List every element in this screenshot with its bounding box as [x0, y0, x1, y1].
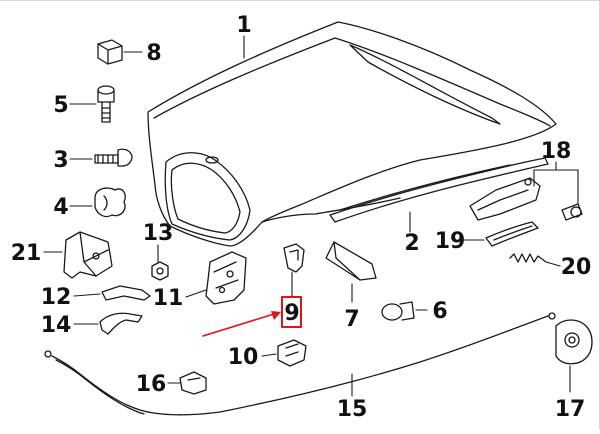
latch-cover-7-part [325, 241, 377, 281]
handle-18-part [469, 177, 583, 221]
callout-9: 9 [284, 301, 299, 326]
callout-16: 16 [136, 372, 167, 397]
callout-19: 19 [435, 229, 466, 254]
callout-4: 4 [53, 195, 68, 220]
strap-19-part [485, 221, 539, 247]
callout-3: 3 [53, 148, 68, 173]
hood-part [147, 21, 557, 247]
clip-part [94, 187, 126, 218]
highlight-box [281, 296, 302, 328]
stud-part [97, 85, 115, 123]
lever-12-part [101, 285, 151, 301]
callout-8: 8 [146, 41, 161, 66]
catch-10-part [277, 339, 307, 367]
highlight-arrow [202, 311, 281, 337]
callout-7: 7 [344, 307, 359, 332]
bolt-part [94, 148, 133, 167]
top-border [0, 0, 600, 1]
callout-5: 5 [53, 93, 68, 118]
callout-2: 2 [404, 231, 419, 256]
clip-16-part [179, 371, 207, 395]
hook-14-part [99, 312, 143, 335]
lock-17-part [555, 319, 593, 365]
seal-strip-part [329, 157, 549, 223]
hinge-11-part [205, 251, 247, 305]
callout-10: 10 [228, 345, 259, 370]
callout-15: 15 [337, 397, 368, 422]
latch-9-part [283, 243, 305, 273]
callout-17: 17 [555, 397, 586, 422]
callout-11: 11 [153, 286, 184, 311]
plug-6-part [381, 301, 415, 321]
spring-20-part [509, 253, 547, 263]
callout-18: 18 [541, 139, 572, 164]
callout-14: 14 [41, 313, 72, 338]
callout-21: 21 [11, 241, 42, 266]
cable-15-part [44, 312, 556, 416]
leader-lines [43, 35, 579, 397]
bumper-part [97, 39, 123, 65]
callout-1: 1 [236, 13, 251, 38]
callout-6: 6 [432, 299, 447, 324]
callout-20: 20 [561, 255, 592, 280]
callout-12: 12 [41, 285, 72, 310]
callout-13: 13 [143, 221, 174, 246]
bracket-21-part [63, 231, 113, 279]
nut-13-part [151, 261, 169, 281]
